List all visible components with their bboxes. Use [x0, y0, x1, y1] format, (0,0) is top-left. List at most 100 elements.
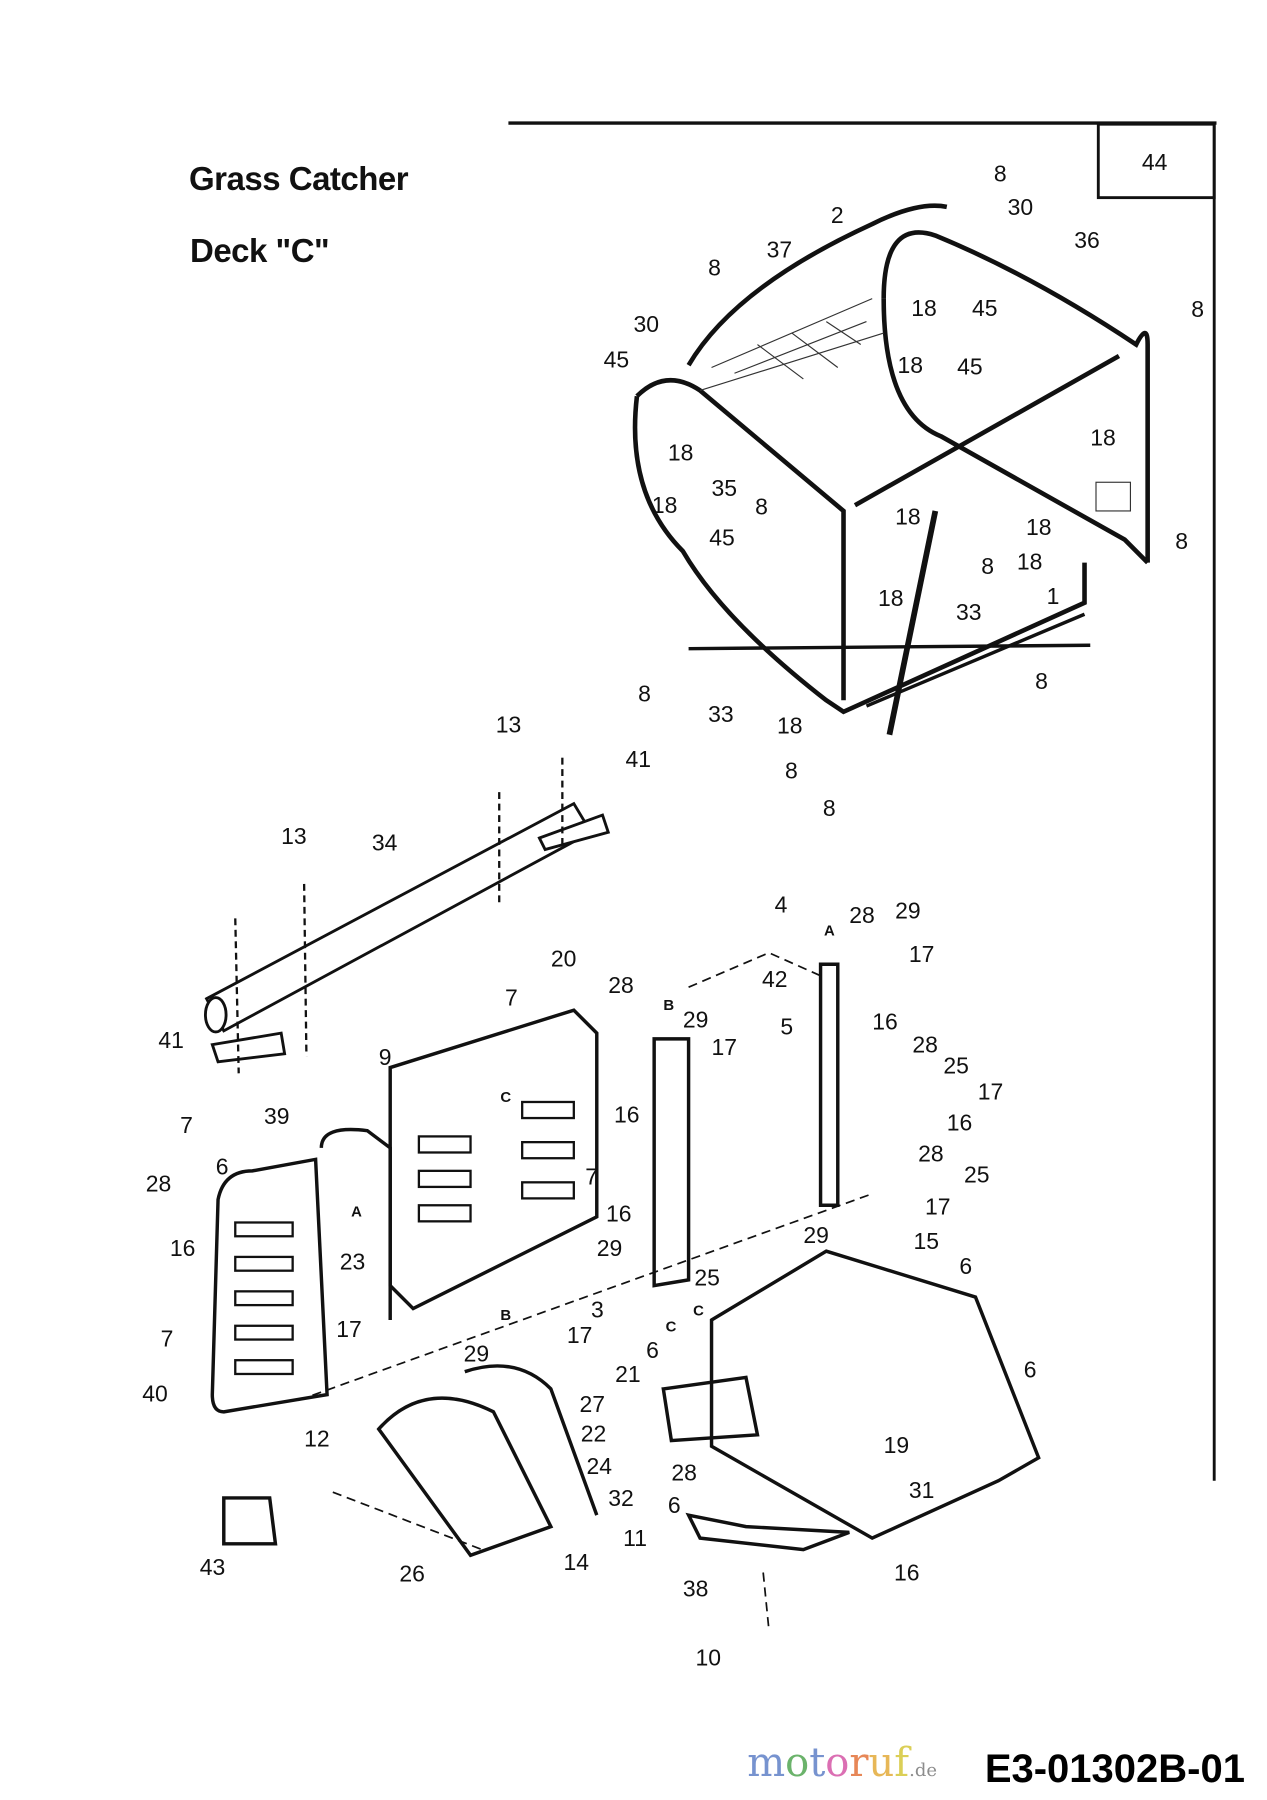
part-number-callout: 18: [652, 492, 678, 518]
part-number-callout: 17: [336, 1316, 362, 1342]
part-number-callout: 17: [712, 1034, 738, 1060]
part-number-callout: 18: [895, 504, 921, 530]
part-number-callout: 17: [925, 1193, 951, 1219]
part-number-callout: 29: [597, 1235, 623, 1261]
reference-box: [1096, 122, 1216, 200]
part-number-callout: 8: [1175, 528, 1188, 554]
part-number-callout: 16: [170, 1235, 196, 1261]
part-number-callout: 45: [957, 353, 983, 379]
part-number-callout: 6: [216, 1153, 229, 1179]
part-number-callout: 17: [567, 1322, 593, 1348]
reference-letter: A: [824, 924, 835, 940]
reference-letter: A: [351, 1205, 362, 1221]
page-frame: [508, 121, 1217, 1481]
part-number-callout: 22: [581, 1421, 607, 1447]
part-number-callout: 30: [634, 311, 660, 337]
part-number-callout: 8: [981, 553, 994, 579]
part-number-callout: 8: [708, 255, 721, 281]
part-number-callout: 45: [604, 346, 630, 372]
part-number-callout: 16: [614, 1102, 640, 1128]
part-number-callout: 6: [668, 1492, 681, 1518]
part-number-callout: 12: [304, 1425, 330, 1451]
part-number-callout: 4: [775, 892, 788, 918]
part-number-callout: 7: [585, 1164, 598, 1190]
part-number-callout: 7: [180, 1112, 193, 1138]
part-number-callout: 28: [918, 1141, 944, 1167]
part-number-callout: 17: [978, 1079, 1004, 1105]
catcher-mesh: [699, 298, 1132, 512]
part-number-callout: 8: [785, 757, 798, 783]
part-number-callout: 9: [379, 1044, 392, 1070]
part-number-callout: 6: [646, 1337, 659, 1363]
diagram-title: Grass Catcher: [189, 160, 409, 197]
part-number-callout: 29: [803, 1222, 829, 1248]
part-number-callout: 6: [959, 1253, 972, 1279]
part-number-callout: 32: [608, 1485, 634, 1511]
part-number-callout: 18: [911, 295, 937, 321]
part-number-callout: 25: [694, 1265, 720, 1291]
bolts: [234, 757, 564, 1074]
part-number-callout: 25: [943, 1052, 969, 1078]
part-number-callout: 36: [1074, 227, 1100, 253]
part-number-callout: 45: [972, 295, 998, 321]
reference-letter: C: [666, 1320, 677, 1336]
part-number-callout: 3: [591, 1297, 604, 1323]
watermark-logo: motoruf.de: [747, 1740, 937, 1786]
part-number-callout: 33: [956, 599, 982, 625]
part-number-callout: 26: [399, 1561, 425, 1587]
part-number-callout: 45: [709, 524, 735, 550]
part-number-callout: 8: [1035, 668, 1048, 694]
part-number-callout: 16: [894, 1560, 920, 1586]
part-number-callout: 28: [849, 902, 875, 928]
part-number-callout: 18: [1090, 425, 1116, 451]
part-number-callout: 24: [586, 1453, 612, 1479]
part-number-callout: 18: [878, 585, 904, 611]
part-number-callout: 34: [372, 830, 398, 856]
panel-slots: [234, 1100, 575, 1376]
part-number-callout: 29: [464, 1340, 490, 1366]
part-number-callout: 43: [200, 1554, 226, 1580]
part-number-callout: 8: [823, 795, 836, 821]
part-number-callout: 16: [606, 1200, 632, 1226]
part-number-callout: 40: [142, 1381, 168, 1407]
part-number-callout: 21: [615, 1361, 641, 1387]
part-number-callout: 8: [638, 680, 651, 706]
part-number-callout: 39: [264, 1103, 290, 1129]
part-number-callout: 37: [767, 236, 793, 262]
part-number-callout: 1: [1047, 583, 1060, 609]
part-number-callout: 28: [608, 972, 634, 998]
part-number-callout: 28: [146, 1171, 172, 1197]
part-number-callout: 30: [1008, 194, 1034, 220]
reference-letter: B: [500, 1308, 511, 1324]
part-number-callout: 28: [671, 1460, 697, 1486]
part-number-callout: 35: [712, 475, 738, 501]
part-number-callout: 42: [762, 966, 788, 992]
part-number-callout: 5: [780, 1013, 793, 1039]
reference-letter: C: [693, 1303, 704, 1319]
part-number-callout: 29: [895, 897, 921, 923]
part-number-callout: 7: [161, 1325, 174, 1351]
part-number-callout: 18: [1026, 514, 1052, 540]
part-number-callout: 20: [551, 946, 577, 972]
part-number-callout: 41: [158, 1027, 184, 1053]
part-number-callout: 13: [281, 823, 307, 849]
part-number-callout: 16: [947, 1110, 973, 1136]
part-number-callout: 10: [695, 1644, 721, 1670]
part-number-callout: 19: [884, 1432, 910, 1458]
part-number-callout: 28: [912, 1032, 938, 1058]
part-number-callout: 27: [580, 1391, 606, 1417]
part-number-callout: 2: [831, 202, 844, 228]
part-number-callout: 14: [563, 1549, 589, 1575]
part-number-callout: 8: [994, 161, 1007, 187]
dashed-guides: [298, 951, 873, 1630]
part-number-callout: 13: [496, 711, 522, 737]
reference-letter: B: [663, 998, 674, 1014]
part-number-callout: 41: [625, 746, 651, 772]
catcher-frame: [632, 203, 1150, 736]
part-number-callout: 33: [708, 701, 734, 727]
diagram-subtitle: Deck "C": [190, 232, 330, 269]
part-number-callout: 18: [668, 439, 694, 465]
part-number-callout: 6: [1024, 1356, 1037, 1382]
